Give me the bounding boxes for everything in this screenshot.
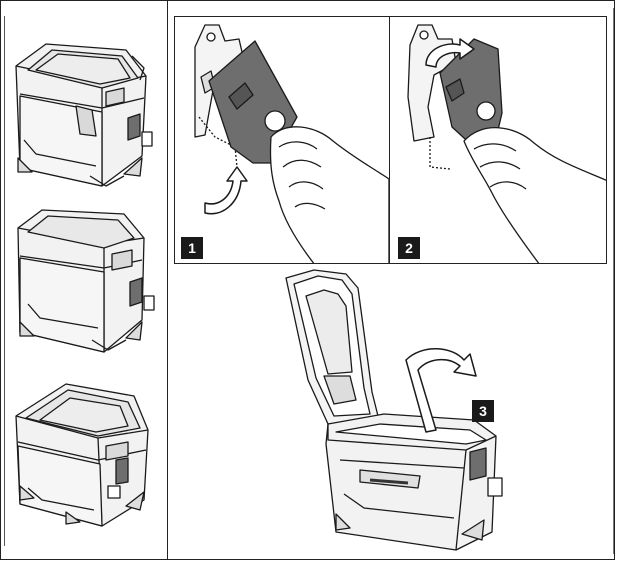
left-column (0, 0, 168, 560)
step-2-panel: 2 (389, 16, 607, 264)
side-case-front-illustration (17, 209, 155, 353)
step-2-badge: 2 (398, 237, 420, 259)
top-case-illustration (15, 383, 149, 527)
step-1-panel: 1 (174, 16, 390, 264)
side-case-illustration (15, 43, 153, 187)
step-3-open-case-illustration (285, 269, 503, 551)
left-column-border (4, 16, 165, 546)
step-2-hand-latch-illustration (407, 24, 606, 263)
right-edge-line (613, 8, 614, 554)
step-1-badge: 1 (181, 237, 203, 259)
step-3-area: 3 (174, 264, 607, 554)
step-3-badge: 3 (472, 400, 494, 422)
step-1-hand-latch-illustration (194, 24, 389, 263)
